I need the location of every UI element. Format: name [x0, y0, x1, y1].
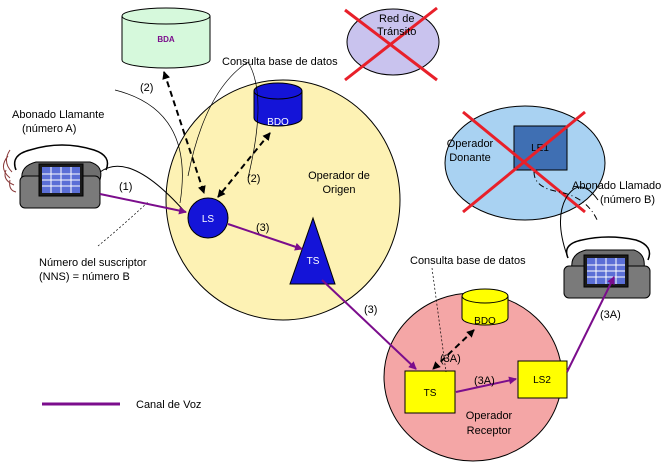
caller-label-line1: Abonado Llamante	[12, 109, 104, 121]
voice-channel-legend-label: Canal de Voz	[136, 399, 201, 411]
caller-cord	[99, 165, 186, 213]
step-3-ls-ts-label: (3)	[256, 222, 269, 234]
origin-label-line2: Origen	[322, 184, 355, 196]
step-3a-query-label: (3A)	[440, 353, 461, 365]
receptor-label-line1: Operador	[466, 410, 513, 422]
bdo-origin-query-arrow	[217, 132, 271, 198]
subscriber-label-line1: Número del suscriptor	[39, 257, 147, 269]
receptor-label-line2: Receptor	[467, 425, 512, 437]
caller-label-line2: (número A)	[22, 123, 76, 135]
step-3a-ls2-phone-label: (3A)	[600, 309, 621, 321]
ts-receptor-node	[404, 370, 456, 414]
bdo-origin-label: BDO	[267, 117, 289, 128]
le1-called-link	[533, 171, 599, 223]
bda-query-arrow	[162, 71, 206, 194]
donor-label-line2: Donante	[449, 152, 491, 164]
called-label-line1: Abonado Llamado	[572, 180, 661, 192]
donor-label-line1: Operador	[447, 138, 494, 150]
bda-database-icon	[121, 7, 211, 69]
ts-origin-node	[289, 216, 336, 285]
ts-receptor-label: TS	[424, 388, 437, 399]
bda-label: BDA	[157, 35, 175, 44]
voice-channel-paths	[99, 193, 615, 393]
bdo-origin-database-icon	[253, 82, 303, 127]
callout-lines	[97, 61, 447, 373]
ls2-label: LS2	[533, 375, 551, 386]
ls-node	[187, 197, 229, 239]
step-3a-ts-ls2-label: (3A)	[474, 375, 495, 387]
transit-label-line2: Tránsito	[377, 26, 416, 38]
query-db-top-label: Consulta base de datos	[222, 56, 338, 68]
transit-cross-icon	[344, 6, 438, 82]
origin-label-line1: Operador de	[308, 170, 370, 182]
bdo-receptor-database-icon	[461, 288, 509, 326]
caller-telephone-icon	[3, 144, 109, 209]
step-2-bda-label: (2)	[140, 82, 153, 94]
ls-label: LS	[202, 214, 215, 225]
donor-cross-icon	[462, 110, 586, 214]
ls2-node	[517, 360, 568, 399]
called-telephone-icon	[560, 186, 651, 299]
transit-label-line1: Red de	[379, 13, 414, 25]
step-2-bdo-label: (2)	[247, 173, 260, 185]
called-label-line2: (número B)	[600, 194, 655, 206]
query-db-bottom-label: Consulta base de datos	[410, 255, 526, 267]
subscriber-label-line2: (NNS) = número B	[39, 271, 130, 283]
step-1-label: (1)	[119, 181, 132, 193]
step-3-ts-ts-label: (3)	[364, 304, 377, 316]
bdo-receptor-label: BDO	[474, 316, 496, 327]
ts-origin-label: TS	[307, 256, 320, 267]
